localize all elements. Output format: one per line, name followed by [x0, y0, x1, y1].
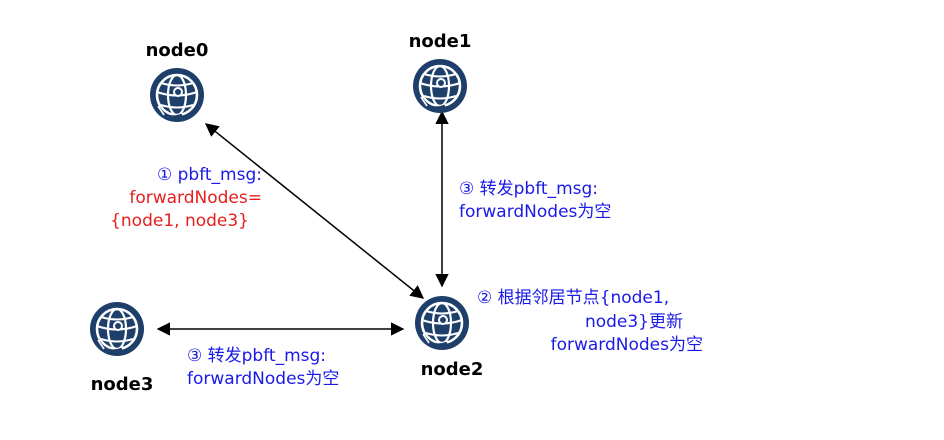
annotation-step2: ② 根据邻居节点{node1, node3}更新 forwardNodes为空 [477, 288, 703, 355]
node2: node2 [413, 294, 484, 380]
network-globe-icon [88, 300, 146, 358]
node1: node1 [409, 31, 472, 115]
step3-up-line1: ③ 转发pbft_msg: [459, 179, 598, 199]
annotation-step1: ① pbft_msg: forwardNodes= {node1, node3} [110, 165, 262, 231]
node3: node3 [88, 300, 154, 395]
step2-line2: node3}更新 [585, 312, 683, 332]
step1-line2: forwardNodes= [129, 188, 262, 208]
network-globe-icon [148, 66, 206, 124]
network-globe-icon [413, 294, 471, 352]
annotation-step3-node1: ③ 转发pbft_msg: forwardNodes为空 [459, 179, 611, 222]
step1-line3: {node1, node3} [110, 211, 249, 231]
arrow-node0-node2 [204, 123, 425, 299]
step3-left-line1: ③ 转发pbft_msg: [187, 346, 326, 366]
step2-line1: ② 根据邻居节点{node1, [477, 288, 669, 308]
node0-label: node0 [146, 40, 209, 61]
annotation-step3-node3: ③ 转发pbft_msg: forwardNodes为空 [187, 346, 339, 389]
node1-label: node1 [409, 31, 472, 52]
step2-line3: forwardNodes为空 [551, 335, 703, 355]
network-globe-icon [411, 57, 469, 115]
step1-line1: ① pbft_msg: [157, 165, 262, 185]
node0: node0 [146, 40, 209, 124]
node2-label: node2 [421, 359, 484, 380]
step3-up-line2: forwardNodes为空 [459, 202, 611, 222]
node3-label: node3 [91, 374, 154, 395]
step3-left-line2: forwardNodes为空 [187, 369, 339, 389]
